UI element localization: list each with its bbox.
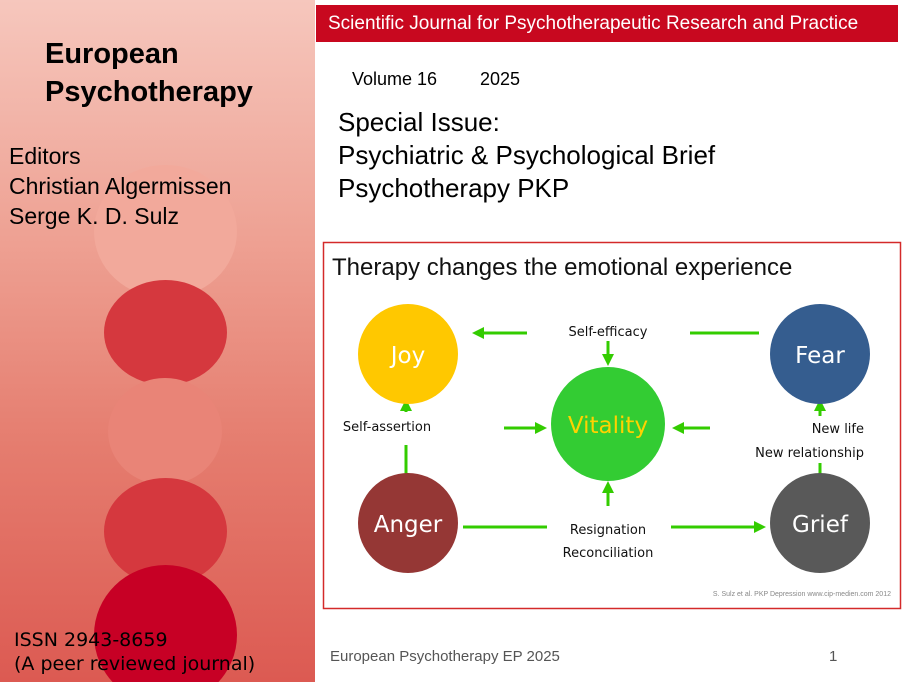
special-issue-heading: Special Issue:: [338, 107, 500, 137]
decorative-ellipse: [108, 378, 222, 485]
anger-node: [358, 473, 458, 573]
self-assertion-label: Self-assertion: [343, 420, 431, 435]
reconciliation-label: Reconciliation: [563, 546, 654, 561]
new-relationship-label: New relationship: [755, 446, 864, 461]
grief-label: Grief: [792, 512, 849, 538]
peer-review-note: (A peer reviewed journal): [14, 653, 256, 675]
page-number: 1: [829, 648, 838, 665]
fear-node: [770, 304, 870, 404]
journal-title: European: [45, 38, 179, 70]
joy-node: [358, 304, 458, 404]
resignation-label: Resignation: [570, 523, 646, 538]
decorative-ellipse: [104, 280, 227, 385]
special-issue-title: Psychiatric & Psychological Brief: [338, 140, 716, 170]
decorative-ellipse: [94, 165, 237, 298]
decorative-ellipse: [94, 565, 237, 682]
journal-banner: Scientific Journal for Psychotherapeutic…: [316, 5, 898, 42]
self-efficacy-label: Self-efficacy: [569, 325, 648, 340]
figure-credit: S. Sulz et al. PKP Depression www.cip-me…: [713, 591, 891, 598]
journal-title: Psychotherapy: [45, 76, 253, 108]
cover-sidebar: European Psychotherapy Editors Christian…: [0, 0, 315, 682]
new-life-label: New life: [812, 422, 864, 437]
figure-title: Therapy changes the emotional experience: [332, 254, 792, 281]
anger-label: Anger: [374, 512, 443, 538]
joy-label: Joy: [389, 343, 425, 369]
issn: ISSN 2943-8659: [14, 629, 168, 651]
year: 2025: [480, 69, 521, 89]
editor-name: Serge K. D. Sulz: [9, 203, 180, 229]
vitality-label: Vitality: [568, 413, 648, 439]
volume: Volume 16: [352, 69, 438, 89]
editor-name: Christian Algermissen: [9, 173, 232, 199]
editors-label: Editors: [9, 143, 81, 169]
vitality-node: [551, 367, 665, 481]
grief-node: [770, 473, 870, 573]
footer-text: European Psychotherapy EP 2025: [330, 648, 560, 665]
fear-label: Fear: [795, 343, 845, 369]
special-issue-title: Psychotherapy PKP: [338, 173, 570, 203]
